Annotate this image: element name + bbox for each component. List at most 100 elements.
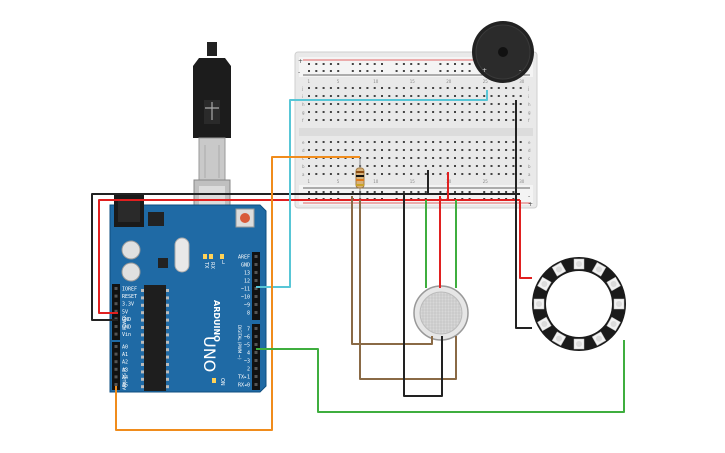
header-socket[interactable] xyxy=(114,294,118,298)
bb-hole xyxy=(490,191,493,193)
neopixel-led xyxy=(533,298,545,310)
bb-hole xyxy=(388,103,391,105)
bb-hole xyxy=(461,103,464,105)
bb-hole xyxy=(329,111,332,113)
bb-hole xyxy=(322,173,325,175)
bb-hole xyxy=(468,149,471,151)
header-socket[interactable] xyxy=(254,343,258,346)
header-socket[interactable] xyxy=(254,263,258,266)
chip-pin xyxy=(141,363,144,366)
header-socket[interactable] xyxy=(114,383,118,386)
bb-column-number: 10 xyxy=(373,79,379,84)
bb-hole xyxy=(512,165,515,167)
header-socket[interactable] xyxy=(254,367,258,370)
header-socket[interactable] xyxy=(254,295,258,298)
header-socket[interactable] xyxy=(254,351,258,354)
bb-hole xyxy=(373,191,376,193)
header-socket[interactable] xyxy=(114,367,118,371)
bb-hole xyxy=(395,70,398,72)
header-socket[interactable] xyxy=(254,255,258,258)
bb-hole xyxy=(366,103,369,105)
bb-hole xyxy=(454,87,456,89)
header-socket[interactable] xyxy=(254,287,258,290)
chip-pin xyxy=(166,326,169,329)
bb-row-letter: h xyxy=(528,102,531,107)
bb-hole xyxy=(519,103,522,105)
header-socket[interactable] xyxy=(114,287,118,290)
header-socket[interactable] xyxy=(114,332,118,336)
bb-hole xyxy=(454,95,456,97)
bb-hole xyxy=(505,141,508,143)
header-socket[interactable] xyxy=(114,325,118,328)
bb-hole xyxy=(373,111,376,113)
header-socket[interactable] xyxy=(114,375,118,379)
bb-hole xyxy=(373,103,376,105)
bb-hole xyxy=(410,87,413,89)
wire-d12-cyan xyxy=(256,90,488,288)
header-socket[interactable] xyxy=(254,303,258,306)
arduino-uno-board[interactable]: IOREFRESET3.3V5VGNDGNDVinA0A1A2A3A4A5ARE… xyxy=(109,195,267,393)
bb-hole xyxy=(505,119,508,121)
header-socket[interactable] xyxy=(254,311,258,314)
header-socket[interactable] xyxy=(254,383,258,386)
bb-hole xyxy=(388,119,391,121)
header-socket[interactable] xyxy=(114,360,118,364)
bb-hole xyxy=(322,149,325,151)
bb-hole xyxy=(344,111,347,113)
piezo-buzzer[interactable]: + - xyxy=(472,21,534,83)
bb-hole xyxy=(439,87,442,89)
bb-hole xyxy=(461,157,464,159)
bb-hole xyxy=(505,157,508,159)
bb-row-letter: f xyxy=(302,118,304,123)
header-socket[interactable] xyxy=(254,327,258,330)
bb-hole xyxy=(424,103,427,105)
header-socket[interactable] xyxy=(254,359,258,362)
header-socket[interactable] xyxy=(114,345,118,348)
header-socket[interactable] xyxy=(254,375,258,378)
bb-hole xyxy=(497,165,500,167)
bb-hole xyxy=(512,87,515,89)
bb-hole xyxy=(329,191,332,193)
digital-header-label: DIGITAL (PWM ~) xyxy=(237,325,242,360)
bb-hole xyxy=(322,87,325,89)
neopixel-ring[interactable] xyxy=(532,257,626,351)
header-socket[interactable] xyxy=(254,279,258,282)
bb-hole xyxy=(337,87,340,89)
header-socket[interactable] xyxy=(254,271,258,274)
bb-hole xyxy=(315,165,318,167)
bb-hole xyxy=(381,70,383,72)
digital-header-bottom[interactable] xyxy=(252,324,260,390)
header-socket[interactable] xyxy=(114,309,118,313)
analog-pin-label: A2 xyxy=(122,360,128,366)
header-socket[interactable] xyxy=(114,352,118,356)
header-socket[interactable] xyxy=(114,302,118,306)
bb-hole xyxy=(475,95,478,97)
bb-hole xyxy=(454,111,456,113)
bb-hole xyxy=(402,165,405,167)
wire-d6-green xyxy=(256,340,625,413)
header-socket[interactable] xyxy=(114,317,118,321)
header-socket[interactable] xyxy=(254,335,258,338)
bb-hole xyxy=(446,103,449,105)
bb-hole xyxy=(490,111,493,113)
l-led-label: L xyxy=(222,260,225,266)
bb-hole xyxy=(395,157,398,159)
bb-hole xyxy=(308,70,310,72)
usb-cable[interactable] xyxy=(193,42,231,231)
bb-column-number: 15 xyxy=(410,79,416,84)
analog-header[interactable] xyxy=(112,342,120,390)
bb-hole xyxy=(315,111,318,113)
gas-sensor[interactable] xyxy=(413,285,469,341)
bb-row-letter: i xyxy=(528,94,529,99)
bb-hole xyxy=(395,103,398,105)
bb-hole xyxy=(439,165,442,167)
bb-hole xyxy=(497,173,500,175)
bb-hole xyxy=(461,63,464,65)
power-pin-label: GND xyxy=(122,317,131,323)
rx-led-label: RX xyxy=(209,262,215,269)
analog-pin-label: A3 xyxy=(122,367,128,373)
bb-hole xyxy=(410,191,413,193)
bb-hole xyxy=(512,191,515,193)
bb-hole xyxy=(468,119,471,121)
digital-pin-label: AREF xyxy=(238,255,250,261)
